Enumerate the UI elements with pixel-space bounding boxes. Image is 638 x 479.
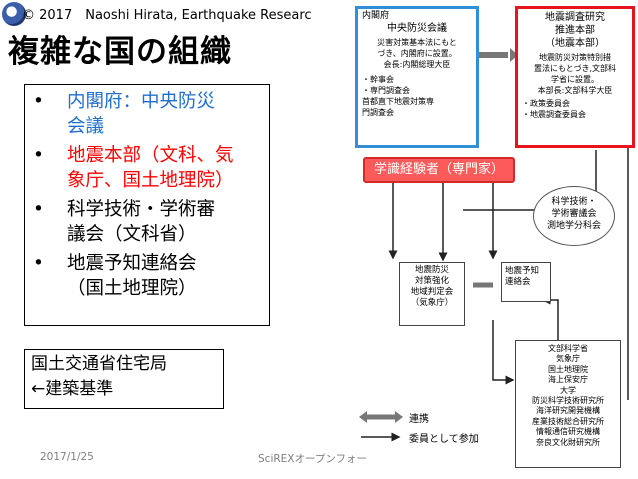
mlit-line2: ←建築基準 (31, 379, 114, 399)
council-line: 学術審議会 (551, 209, 597, 219)
ccep-line: 連絡会 (505, 277, 531, 287)
herp-desc-line: 置法にもとづき,文部科 (533, 64, 617, 73)
bullet-dot: • (33, 199, 44, 220)
herp-header2: 推進本部 (555, 25, 595, 36)
science-council-text: 科学技術・学術審議会測地学分科会 (534, 196, 614, 232)
cabinet-desc-line: づき、内閣府に設置。 (377, 49, 457, 58)
ccep-box: 地震予知連絡会 (501, 262, 551, 302)
ehq-line: 対策強化 (414, 276, 449, 286)
bullet-list: • 内閣府：中央防災会議 • 地震本部（文科、気象庁、国土地理院） • 科学技術・学術審議… (25, 85, 269, 301)
cabinet-desc-line: 災害対策基本法にもと (377, 38, 457, 47)
bullet-line: 内閣府：中央防災 (67, 91, 216, 112)
bullet-dot: • (33, 253, 44, 274)
bullet-line: 議会（文科省） (67, 224, 197, 245)
agencies-box: 文部科学省気象庁国土地理院海上保安庁大学防災科学技術研究所海洋研究開発機構産業技… (515, 340, 621, 468)
cabinet-item: ・専門調査会 (362, 86, 410, 95)
mlit-box: 国土交通省住宅局 ←建築基準 (24, 349, 224, 409)
bullet-item: • 科学技術・学術審議会（文科省） (25, 197, 269, 247)
ccep-line: 地震予知 (505, 266, 540, 276)
herp-header3: （地震本部） (545, 38, 605, 49)
mlit-line1: 国土交通省住宅局 (31, 354, 167, 374)
bullet-line: 象庁、国土地理院） (67, 170, 234, 191)
agency-item: 気象庁 (556, 354, 580, 364)
cabinet-office-box: 内閣府 中央防災会議 災害対策基本法にもとづき、内閣府に設置。会長:内閣総理大臣… (355, 6, 479, 148)
cabinet-description: 災害対策基本法にもとづき、内閣府に設置。会長:内閣総理大臣 (362, 37, 472, 70)
ehq-line: （気象庁） (410, 298, 454, 308)
herp-item: ・政策委員会 (522, 99, 570, 108)
agency-item: 国土地理院 (548, 364, 588, 374)
agency-item: 海洋研究開発機構 (536, 406, 600, 416)
herp-box: 地震調査研究 推進本部 （地震本部） 地震防災対策特別措置法にもとづき,文部科学… (515, 6, 635, 148)
bullet-line: 地震本部（文科、気 (67, 145, 234, 166)
bullet-item: • 地震予知連絡会 （国土地理院） (25, 251, 269, 301)
herp-items: ・政策委員会・地震調査委員会 (522, 98, 628, 120)
footer-event: SciREXオープンフォー (258, 453, 368, 465)
experts-label: 学識経験者（専門家） (363, 157, 515, 183)
cabinet-item: ・幹事会 (362, 75, 394, 84)
herp-description: 地震防災対策特別措置法にもとづき,文部科学省に設置。本部長:文部科学大臣 (522, 52, 628, 96)
copyright-text: © 2017 Naoshi Hirata, Earthquake Researc (22, 8, 312, 23)
bullet-box: • 内閣府：中央防災会議 • 地震本部（文科、気象庁、国土地理院） • 科学技術・学術審議… (24, 84, 270, 326)
agency-item: 文部科学省 (548, 344, 588, 353)
slide-title: 複雑な国の組織 (8, 34, 232, 70)
bullet-item: • 内閣府：中央防災会議 (25, 89, 269, 139)
agency-item: 奈良文化財研究所 (536, 437, 600, 447)
ccep-text: 地震予知連絡会 (505, 266, 547, 288)
cabinet-header2: 中央防災会議 (387, 23, 447, 34)
agency-list: 文部科学省気象庁国土地理院海上保安庁大学防災科学技術研究所海洋研究開発機構産業技… (519, 344, 617, 448)
herp-desc-line: 学省に設置。 (551, 75, 599, 84)
footer-date: 2017/1/25 (40, 451, 94, 463)
bullet-line: （国土地理院） (67, 278, 197, 299)
bullet-dot: • (33, 145, 44, 166)
council-line: 科学技術・ (551, 197, 597, 207)
agency-item: 情報通信研究機構 (536, 427, 600, 437)
cabinet-desc-line: 会長:内閣総理大臣 (383, 60, 451, 69)
bullet-item: • 地震本部（文科、気象庁、国土地理院） (25, 143, 269, 193)
agency-item: 海上保安庁 (548, 375, 588, 385)
bullet-line: 科学技術・学術審 (67, 199, 216, 220)
council-line: 測地学分科会 (546, 221, 601, 231)
cabinet-items: ・幹事会・専門調査会首都直下地震対策専門調査会 (362, 74, 472, 118)
cabinet-header1: 内閣府 (362, 11, 390, 21)
science-council-cloud: 科学技術・学術審議会測地学分科会 (533, 186, 615, 246)
herp-desc-line: 本部長:文部科学大臣 (537, 86, 613, 95)
ehq-line: 地域判定会 (410, 287, 454, 297)
institution-logo (2, 2, 26, 26)
cabinet-item: 首都直下地震対策専 (362, 97, 434, 106)
agency-item: 防災科学技術研究所 (532, 396, 604, 406)
herp-desc-line: 地震防災対策特別措 (539, 53, 611, 62)
ehq-box: 地震防災対策強化地域判定会（気象庁） (399, 262, 465, 326)
agency-item: 産業技術総合研究所 (532, 416, 604, 426)
ehq-line: 地震防災 (414, 265, 449, 275)
bullet-line: 会議 (67, 116, 105, 137)
legend-cooperation: 連携 (409, 414, 429, 425)
bullet-dot: • (33, 91, 44, 112)
legend-participation: 委員として参加 (409, 434, 479, 445)
ehq-text: 地震防災対策強化地域判定会（気象庁） (402, 265, 462, 309)
herp-item: ・地震調査委員会 (522, 110, 586, 119)
organization-diagram: 内閣府 中央防災会議 災害対策基本法にもとづき、内閣府に設置。会長:内閣総理大臣… (343, 0, 638, 479)
cabinet-item: 門調査会 (362, 108, 394, 117)
bullet-line: 地震予知連絡会 (67, 253, 197, 274)
herp-header1: 地震調査研究 (545, 12, 605, 23)
agency-item: 大学 (560, 385, 576, 395)
